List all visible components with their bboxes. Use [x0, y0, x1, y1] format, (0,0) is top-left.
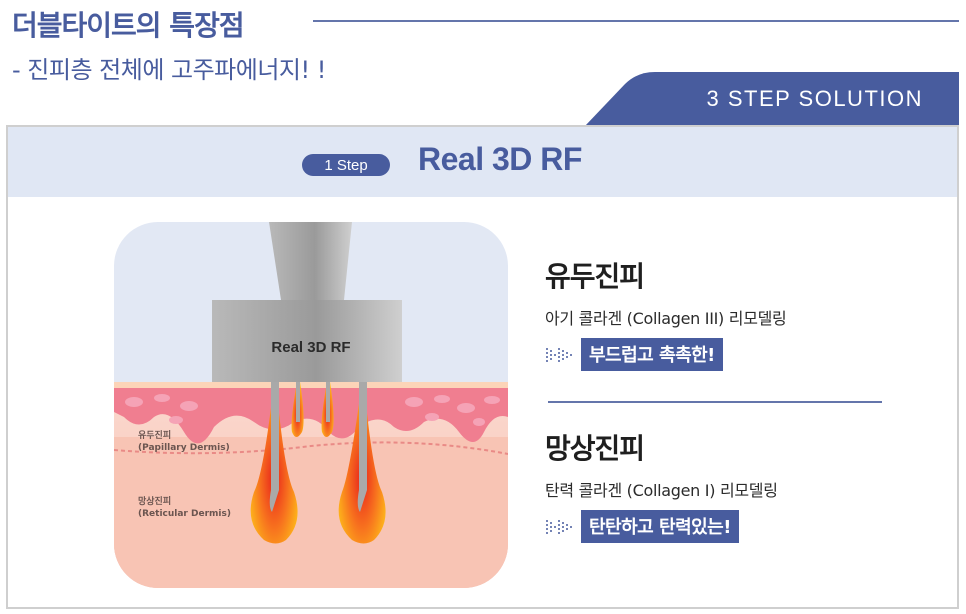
feature-heading: 망상진피	[545, 432, 645, 465]
title-divider	[313, 20, 959, 22]
feature-heading: 유두진피	[545, 260, 645, 293]
feature-description: 탄력 콜라겐 (Collagen I) 리모델링	[545, 481, 778, 500]
step-solution-tab: 3 STEP SOLUTION	[585, 72, 959, 126]
feature-badge-row: 부드럽고 촉촉한!	[545, 338, 786, 371]
page-subtitle: - 진피층 전체에 고주파에너지! !	[12, 56, 326, 84]
page-title: 더블타이트의 특장점	[12, 9, 245, 42]
skin-diagram	[114, 222, 508, 588]
step-title: Real 3D RF	[418, 141, 582, 177]
papillary-dermis-label: 유두진피 (Papillary Dermis)	[138, 431, 230, 453]
reticular-dermis-label: 망상진피 (Reticular Dermis)	[138, 497, 231, 519]
step-number-badge: 1 Step	[302, 154, 390, 176]
tab-shape	[585, 72, 959, 126]
feature-papillary: 유두진피 아기 콜라겐 (Collagen III) 리모델링 부드럽고 촉촉한…	[545, 255, 787, 371]
feature-badge: 부드럽고 촉촉한!	[581, 338, 723, 371]
feature-badge: 탄탄하고 탄력있는!	[581, 510, 739, 543]
dotted-arrow-icon	[546, 347, 572, 362]
device-label: Real 3D RF	[271, 339, 351, 356]
feature-badge-row: 탄탄하고 탄력있는!	[545, 510, 778, 543]
step-solution-label: 3 STEP SOLUTION	[706, 86, 923, 111]
feature-description: 아기 콜라겐 (Collagen III) 리모델링	[545, 309, 787, 328]
feature-divider	[548, 401, 882, 403]
dotted-arrow-icon	[546, 519, 572, 534]
feature-reticular: 망상진피 탄력 콜라겐 (Collagen I) 리모델링 탄탄하고 탄력있는!	[545, 427, 778, 543]
panel-header: 1 Step Real 3D RF	[8, 127, 957, 197]
step-panel: 1 Step Real 3D RF	[6, 125, 959, 609]
rf-illustration: Real 3D RF 유두진피 (Papillary Dermis) 망상진피 …	[114, 222, 508, 588]
